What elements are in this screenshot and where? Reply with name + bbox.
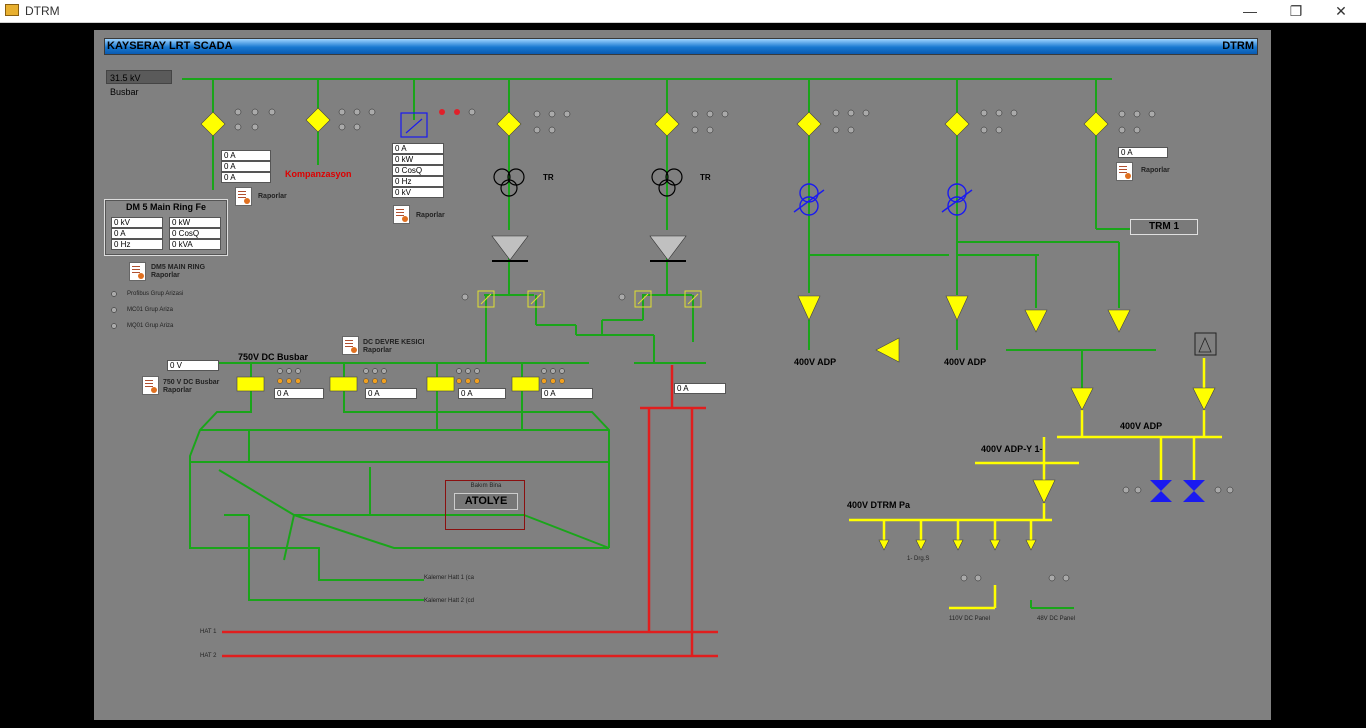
dm5-report-icon[interactable] bbox=[129, 262, 146, 281]
red-lines bbox=[222, 365, 718, 658]
dc-right-current: 0 A bbox=[674, 383, 726, 394]
atolye-small-label: Bakım Bina bbox=[470, 483, 502, 489]
trm1-box[interactable]: TRM 1 bbox=[1130, 219, 1198, 235]
dc-busbar-report-label[interactable]: 750 V DC Busbar Raporlar bbox=[163, 379, 220, 394]
dc-voltage: 0 V bbox=[167, 360, 219, 371]
dm5-kva: 0 kVA bbox=[169, 239, 221, 250]
scada-header: KAYSERAY LRT SCADA DTRM bbox=[104, 38, 1258, 55]
window-titlebar: DTRM — ❐ ✕ bbox=[0, 0, 1366, 23]
feeder3-value-5: 0 kV bbox=[392, 187, 444, 198]
kompanzasyon-label: Kompanzasyon bbox=[285, 169, 352, 179]
right-report-icon[interactable] bbox=[1116, 162, 1133, 181]
scada-canvas: KAYSERAY LRT SCADA DTRM 31.5 kV Busbar bbox=[94, 30, 1271, 720]
feeder3-report-label[interactable]: Raporlar bbox=[416, 212, 445, 219]
right-feeder-current: 0 A bbox=[1118, 147, 1168, 158]
dc-current-4: 0 A bbox=[541, 388, 593, 399]
minimize-button[interactable]: — bbox=[1243, 3, 1257, 19]
feeder1-value-2: 0 A bbox=[221, 161, 271, 172]
dc-current-1: 0 A bbox=[274, 388, 324, 399]
transformer2-label: TR bbox=[700, 173, 711, 182]
window-title: DTRM bbox=[25, 4, 60, 18]
feeder1-value-3: 0 A bbox=[221, 172, 271, 183]
dm5-panel: DM 5 Main Ring Fe 0 kV 0 kW 0 A 0 CosQ 0… bbox=[104, 199, 228, 256]
transformer1-label: TR bbox=[543, 173, 554, 182]
dm5-kw: 0 kW bbox=[169, 217, 221, 228]
dc-breaker-report-label[interactable]: DC DEVRE KESICI Raporlar bbox=[363, 339, 425, 354]
dm5-hz: 0 Hz bbox=[111, 239, 163, 250]
app-icon bbox=[5, 4, 19, 16]
dm5-title: DM 5 Main Ring Fe bbox=[125, 202, 206, 212]
dc-busbar-label: 750V DC Busbar bbox=[238, 352, 309, 362]
load-arrows bbox=[797, 295, 1216, 551]
feeder3-value-4: 0 Hz bbox=[392, 176, 444, 187]
line-label-2: Kalemer Hatt 2 (cd bbox=[424, 598, 475, 604]
green-lines bbox=[174, 78, 1156, 609]
dc-busbar-report-icon[interactable] bbox=[142, 376, 159, 395]
rectifier-triangles bbox=[491, 235, 687, 261]
drg-label: 1- Drg.S bbox=[907, 556, 930, 562]
adp1-label: 400V ADP bbox=[794, 357, 837, 367]
yellow-lines bbox=[849, 358, 1222, 610]
status-mq01: MQ01 Grup Ariza bbox=[127, 323, 174, 329]
feeder1-value-1: 0 A bbox=[221, 150, 271, 161]
busbar-label: 31.5 kV Busbar bbox=[106, 70, 172, 97]
adp2-label: 400V ADP bbox=[944, 357, 987, 367]
alarm-lamps bbox=[439, 109, 460, 115]
right-report-label[interactable]: Raporlar bbox=[1141, 167, 1170, 174]
feeder1-report-label[interactable]: Raporlar bbox=[258, 193, 287, 200]
atolye-frame[interactable]: Bakım Bina ATOLYE bbox=[445, 480, 525, 530]
kompanzasyon-switch bbox=[400, 112, 428, 138]
dm5-a: 0 A bbox=[111, 228, 163, 239]
feeder3-value-3: 0 CosQ bbox=[392, 165, 444, 176]
single-line-diagram bbox=[111, 78, 1234, 658]
panel-48v-label: 48V DC Panel bbox=[1037, 616, 1076, 622]
atolye-label[interactable]: ATOLYE bbox=[454, 493, 518, 510]
dm5-report-label[interactable]: DM5 MAIN RING Raporlar bbox=[151, 264, 206, 279]
dc-current-2: 0 A bbox=[365, 388, 417, 399]
feeder1-report-icon[interactable] bbox=[235, 187, 252, 206]
feeder3-report-icon[interactable] bbox=[393, 205, 410, 224]
transformers bbox=[493, 168, 683, 197]
dc-breakers bbox=[236, 376, 540, 392]
dtrm-label: 400V DTRM Pa bbox=[847, 500, 911, 510]
dm5-kv: 0 kV bbox=[111, 217, 163, 228]
feeder3-value-2: 0 kW bbox=[392, 154, 444, 165]
maximize-button[interactable]: ❐ bbox=[1289, 3, 1303, 19]
dc-breaker-report-icon[interactable] bbox=[342, 336, 359, 355]
dc-lamps bbox=[277, 378, 565, 384]
adpy-label: 400V ADP-Y 1- bbox=[981, 444, 1043, 454]
breaker-diamonds bbox=[200, 107, 1109, 137]
aux-transformers bbox=[793, 183, 973, 216]
scada-station: DTRM bbox=[1222, 40, 1254, 52]
blue-breakers bbox=[1150, 480, 1205, 502]
panel-box bbox=[1194, 332, 1217, 356]
dm5-cosq: 0 CosQ bbox=[169, 228, 221, 239]
line-label-1: Kalemer Hatt 1 (ca bbox=[424, 575, 475, 581]
hat2-label: HAT 2 bbox=[200, 653, 217, 659]
hat1-label: HAT 1 bbox=[200, 629, 217, 635]
panel-110v-label: 110V DC Panel bbox=[949, 616, 990, 622]
status-mc01: MC01 Grup Ariza bbox=[127, 307, 174, 313]
adp3-label: 400V ADP bbox=[1120, 421, 1163, 431]
dc-current-3: 0 A bbox=[458, 388, 506, 399]
status-profibus: Profibus Grup Arizasi bbox=[127, 291, 184, 297]
scada-title: KAYSERAY LRT SCADA bbox=[107, 40, 233, 52]
status-lamps bbox=[111, 108, 1234, 582]
close-button[interactable]: ✕ bbox=[1335, 3, 1347, 19]
dc-switches bbox=[477, 290, 702, 308]
feeder3-value-1: 0 A bbox=[392, 143, 444, 154]
